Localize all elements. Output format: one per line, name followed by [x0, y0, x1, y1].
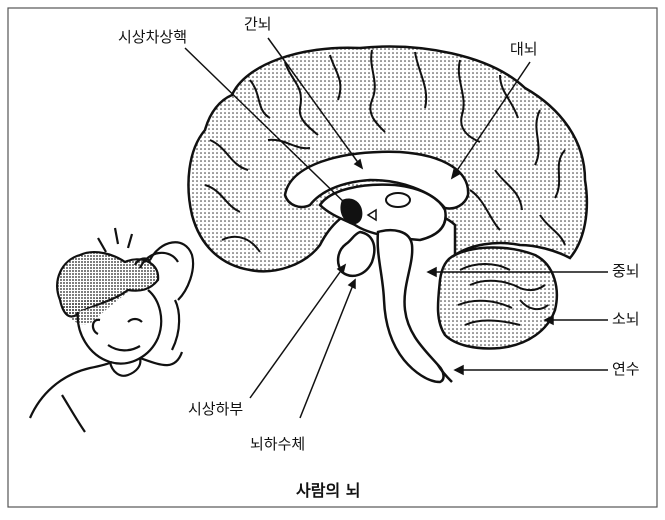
label-medulla: 연수: [612, 362, 640, 377]
label-cerebrum: 대뇌: [510, 42, 538, 57]
label-midbrain: 중뇌: [612, 264, 640, 279]
label-interbrain: 간뇌: [244, 17, 272, 32]
boy-cartoon: [30, 228, 193, 432]
cerebellum-shape: [438, 248, 557, 349]
interbrain-oval: [386, 193, 410, 207]
label-pituitary: 뇌하수체: [250, 437, 305, 452]
label-thalamic-nucleus: 시상차상핵: [118, 30, 187, 45]
label-hypothalamus: 시상하부: [188, 402, 243, 417]
brain-stem: [378, 230, 444, 382]
diagram-caption: 사람의 뇌: [296, 483, 360, 499]
label-cerebellum: 소뇌: [612, 312, 640, 327]
